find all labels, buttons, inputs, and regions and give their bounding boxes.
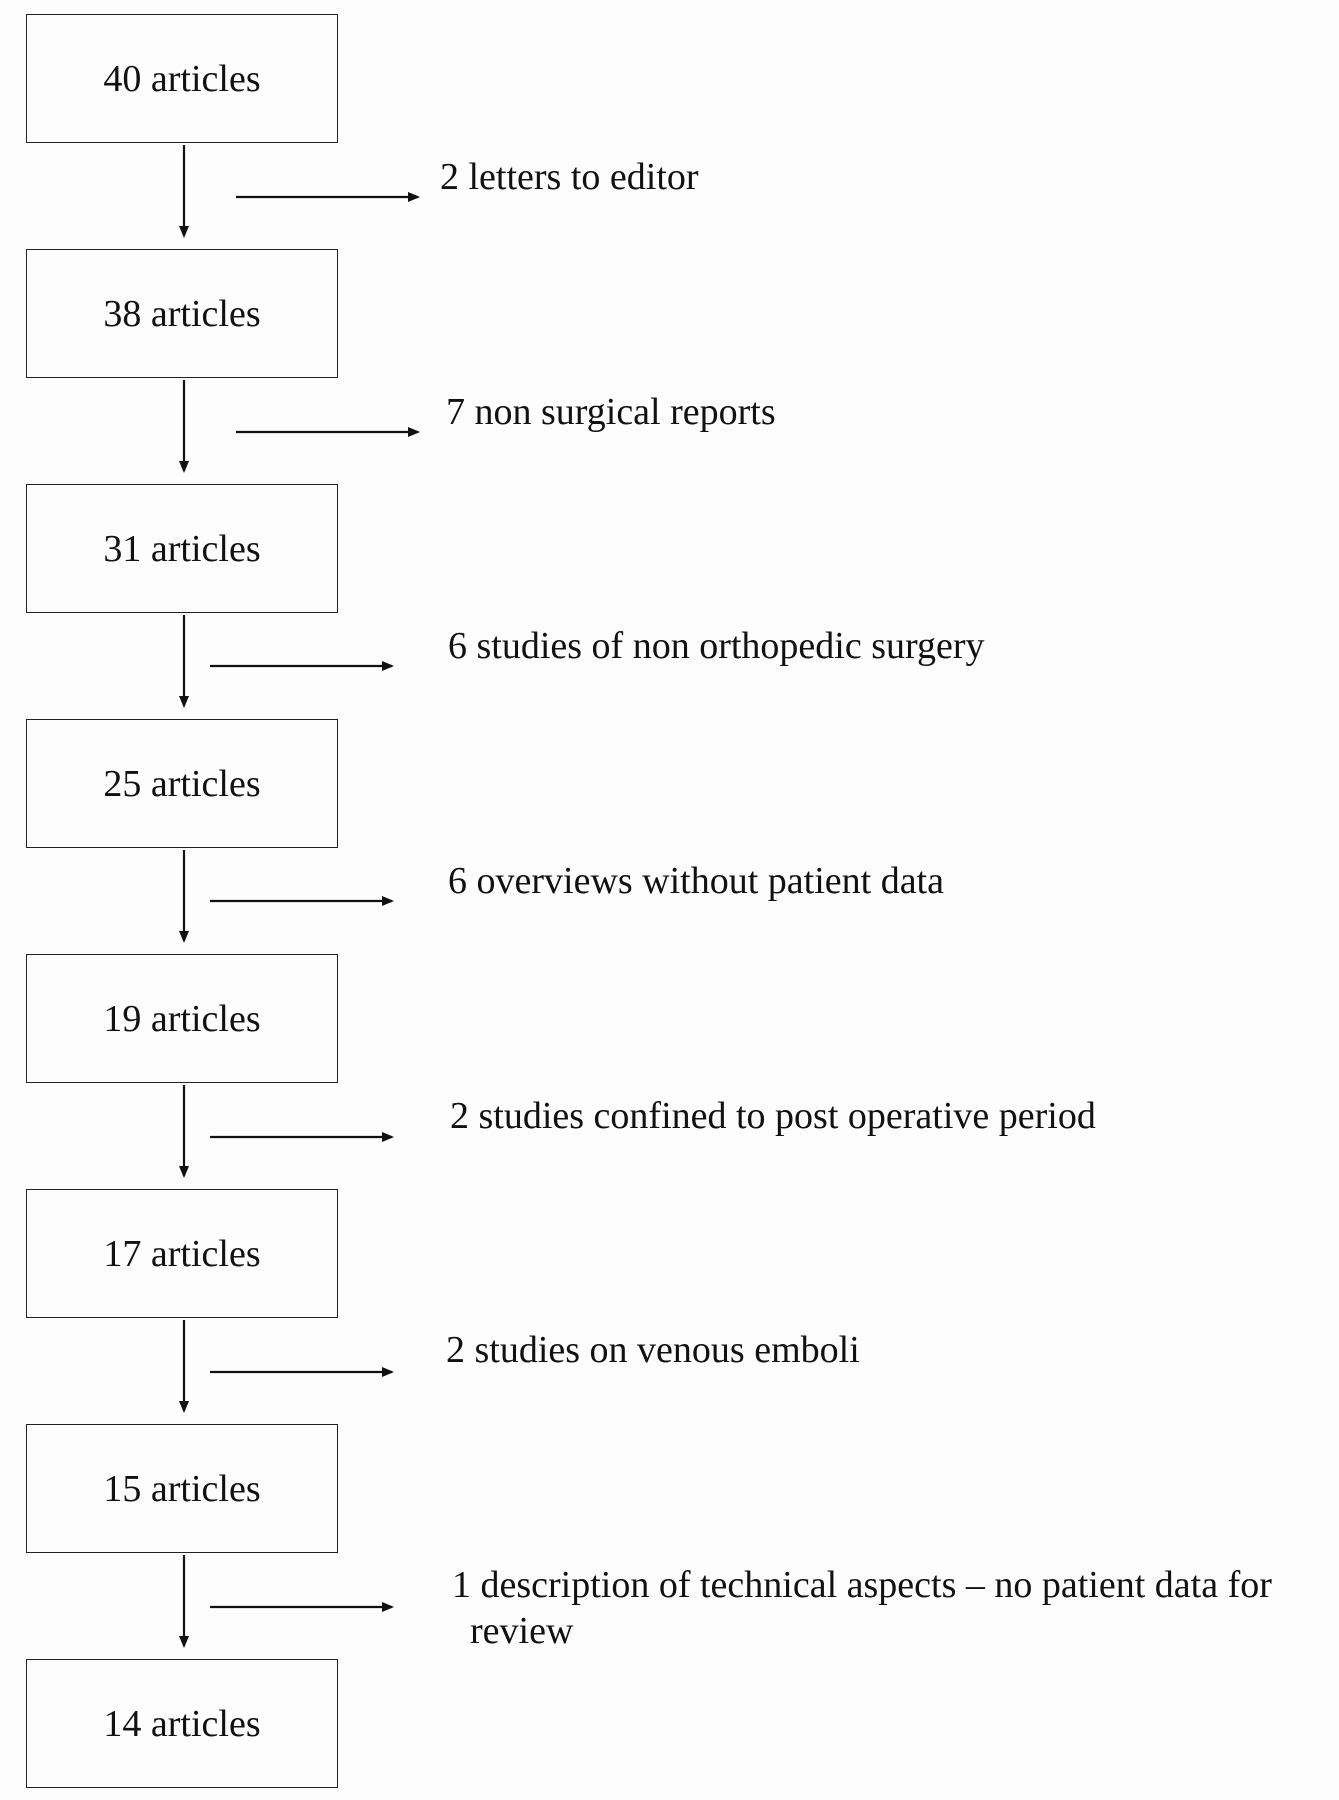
exclusion-label-4: 6 overviews without patient data: [448, 860, 944, 902]
flow-box-15-articles: 15 articles: [26, 1424, 338, 1553]
exclusion-label-5: 2 studies confined to post operative per…: [450, 1095, 1096, 1137]
flow-box-31-articles: 31 articles: [26, 484, 338, 613]
flow-box-label: 31 articles: [103, 527, 261, 570]
flow-box-label: 15 articles: [103, 1467, 261, 1510]
exclusion-label-3: 6 studies of non orthopedic surgery: [448, 625, 985, 667]
flow-box-14-articles: 14 articles: [26, 1659, 338, 1788]
flow-box-19-articles: 19 articles: [26, 954, 338, 1083]
flow-box-label: 38 articles: [103, 292, 261, 335]
flow-box-label: 19 articles: [103, 997, 261, 1040]
flow-box-38-articles: 38 articles: [26, 249, 338, 378]
exclusion-label-1: 2 letters to editor: [440, 156, 699, 198]
exclusion-label-7-line-1: 1 description of technical aspects – no …: [452, 1564, 1272, 1606]
exclusion-label-7-line-2: review: [470, 1610, 574, 1652]
exclusion-label-6: 2 studies on venous emboli: [446, 1329, 860, 1371]
flow-box-40-articles: 40 articles: [26, 14, 338, 143]
flow-box-label: 40 articles: [103, 57, 261, 100]
flow-box-label: 25 articles: [103, 762, 261, 805]
flow-box-label: 17 articles: [103, 1232, 261, 1275]
flow-box-17-articles: 17 articles: [26, 1189, 338, 1318]
flow-box-label: 14 articles: [103, 1702, 261, 1745]
exclusion-label-2: 7 non surgical reports: [446, 391, 776, 433]
exclusion-label-7: 1 description of technical aspects – no …: [452, 1562, 1272, 1654]
flow-box-25-articles: 25 articles: [26, 719, 338, 848]
